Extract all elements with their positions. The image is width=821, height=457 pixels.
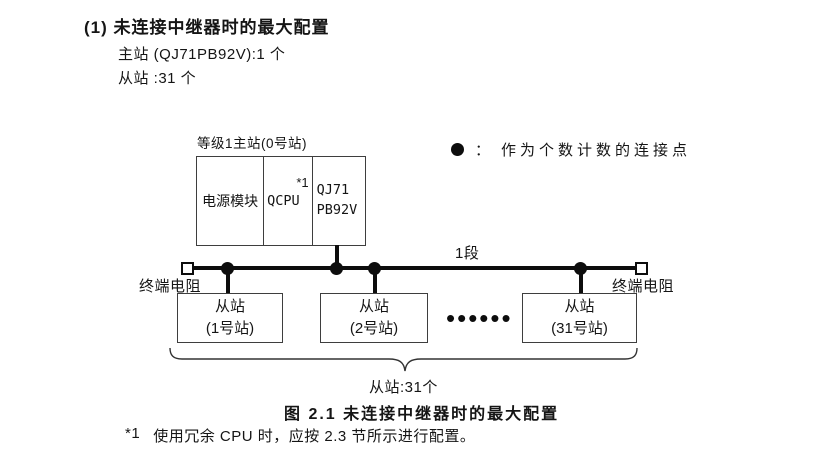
slave2-station: (2号站): [349, 320, 399, 337]
slave-station-31-box: 从站 (31号站): [522, 293, 637, 343]
pb92v-module-cell: QJ71 PB92V: [311, 157, 365, 245]
figure-caption: 图 2.1 未连接中继器时的最大配置: [284, 406, 560, 423]
slave2-name: 从站: [358, 297, 389, 315]
slave2-drop-line: [373, 269, 377, 293]
cpu-module-cell: *1 QCPU: [263, 157, 311, 245]
terminator-left-label: 终端电阻: [139, 278, 202, 295]
cpu-module-label: QCPU: [267, 193, 300, 209]
connection-point-icon: [451, 143, 464, 156]
slave-station-2-box: 从站 (2号站): [320, 293, 428, 343]
brace-label: 从站:31个: [369, 379, 438, 396]
legend-label: 作为个数计数的连接点: [501, 142, 692, 159]
connection-point-slave31: [574, 262, 587, 275]
slave31-station: (31号站): [551, 320, 608, 337]
section-heading: (1) 未连接中继器时的最大配置: [84, 18, 330, 37]
legend-colon: ：: [475, 142, 491, 159]
segment-label: 1段: [455, 245, 480, 262]
footnote: *1 使用冗余 CPU 时，应按 2.3 节所示进行配置。: [125, 425, 475, 446]
cpu-footnote-marker: *1: [296, 175, 309, 190]
ellipsis-dots-icon: ••••••: [446, 303, 513, 333]
power-module-cell: 电源模块: [197, 157, 263, 245]
master-drop-line: [335, 245, 339, 267]
slave1-station: (1号站): [205, 320, 255, 337]
connection-point-master: [330, 262, 343, 275]
footnote-text: 使用冗余 CPU 时，应按 2.3 节所示进行配置。: [153, 428, 476, 445]
pb92v-label-line2: PB92V: [316, 202, 358, 218]
legend: ： 作为个数计数的连接点: [451, 139, 691, 160]
pb92v-label-line1: QJ71: [316, 182, 350, 199]
terminator-resistor-left-icon: [181, 262, 194, 275]
master-station-label: 等级1主站(0号站): [197, 136, 308, 151]
slave-count-line: 从站 :31 个: [118, 70, 197, 87]
master-station-box: 电源模块 *1 QCPU QJ71 PB92V: [196, 156, 366, 246]
terminator-resistor-right-icon: [635, 262, 648, 275]
slave1-drop-line: [226, 269, 230, 293]
master-count-line: 主站 (QJ71PB92V):1 个: [118, 46, 286, 63]
slave31-name: 从站: [564, 297, 595, 315]
slave31-drop-line: [579, 269, 583, 293]
connection-point-slave1: [221, 262, 234, 275]
footnote-marker: *1: [125, 425, 141, 442]
slave-station-1-box: 从站 (1号站): [177, 293, 283, 343]
terminator-right-label: 终端电阻: [612, 278, 675, 295]
slave1-name: 从站: [214, 297, 245, 315]
connection-point-slave2: [368, 262, 381, 275]
bus-line: [185, 266, 643, 270]
curly-brace-icon: [169, 347, 638, 372]
power-module-label: 电源模块: [202, 193, 259, 209]
